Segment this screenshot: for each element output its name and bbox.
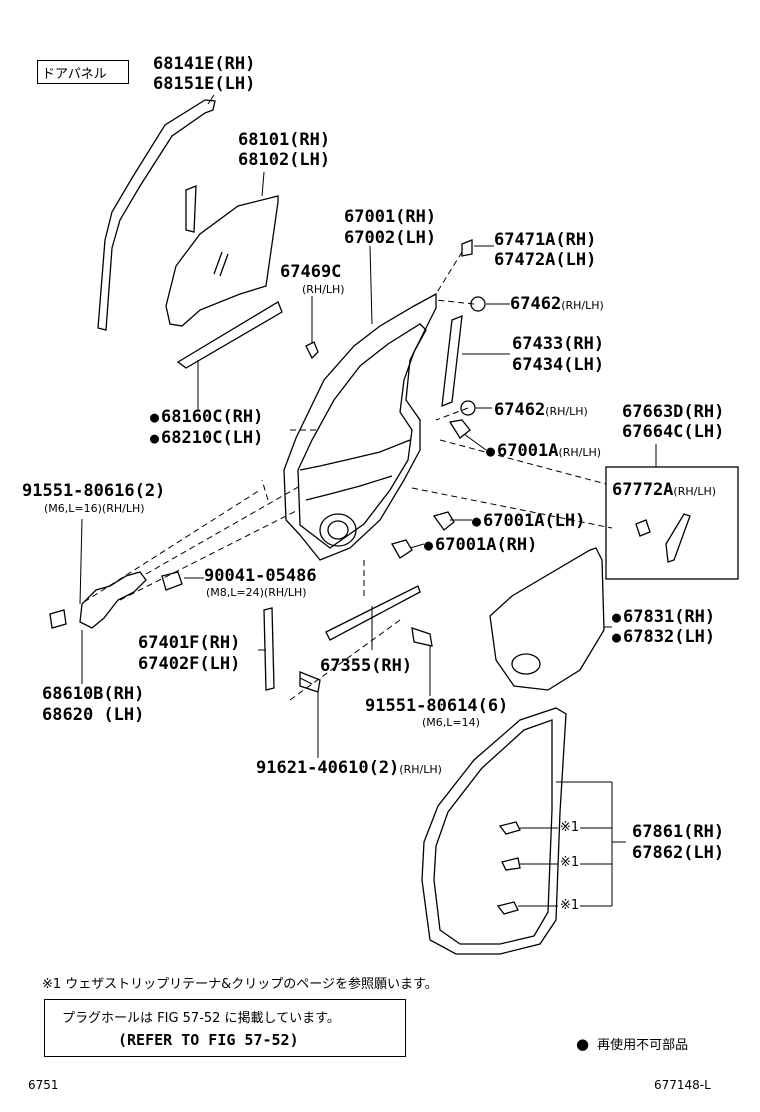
- non-reusable-mark: ●: [150, 429, 160, 447]
- part-67001A-rh-number: 67001A(RH): [435, 535, 538, 555]
- rail-67433-part: [441, 314, 463, 408]
- non-reusable-mark: ●: [612, 608, 622, 626]
- part-67001A-lh[interactable]: ●67001A(LH): [472, 511, 585, 531]
- part-91551-80616[interactable]: 91551-80616(2): [22, 481, 166, 501]
- part-68102[interactable]: 68102(LH): [238, 150, 331, 170]
- inset-box: [605, 466, 739, 580]
- non-reusable-mark: ●: [612, 628, 622, 646]
- part-67001A-rhlh-side: (RH/LH): [558, 446, 602, 459]
- legend-text: 再使用不可部品: [597, 1038, 689, 1053]
- part-67664[interactable]: 67664C(LH): [622, 422, 725, 442]
- non-reusable-mark: ●: [486, 442, 496, 460]
- part-67402[interactable]: 67402F(LH): [138, 654, 241, 674]
- part-67434[interactable]: 67434(LH): [512, 355, 605, 375]
- part-67001A-rh[interactable]: ●67001A(RH): [424, 535, 537, 555]
- hinge-part: [79, 571, 147, 629]
- part-91551-80614-spec: (M6,L=14): [422, 716, 480, 729]
- part-68151[interactable]: 68151E(LH): [153, 74, 256, 94]
- part-67471[interactable]: 67471A(RH): [494, 230, 597, 250]
- ref-mark-1: ※1: [560, 820, 580, 835]
- ref-mark-2: ※1: [560, 855, 580, 870]
- non-reusable-mark: ●: [472, 512, 482, 530]
- part-67862[interactable]: 67862(LH): [632, 843, 725, 863]
- non-reusable-mark: ●: [150, 408, 160, 426]
- part-67772[interactable]: 67772A(RH/LH): [612, 480, 716, 502]
- part-68141[interactable]: 68141E(RH): [153, 54, 256, 74]
- refer-line-2[interactable]: (REFER TO FIG 57-52): [118, 1031, 299, 1049]
- part-67001A-rhlh-number: 67001A: [497, 441, 559, 461]
- part-67831-number: 67831(RH): [623, 607, 716, 627]
- part-68620[interactable]: 68620 (LH): [42, 705, 145, 725]
- clip-67469-part: [305, 341, 319, 360]
- non-reusable-mark: ●: [424, 536, 434, 554]
- rod-67355-part: [325, 585, 421, 641]
- part-68610[interactable]: 68610B(RH): [42, 684, 145, 704]
- legend-symbol: ●: [576, 1035, 590, 1053]
- part-91621-number: 91621-40610(2): [256, 758, 400, 778]
- part-67772-side: (RH/LH): [673, 485, 717, 498]
- part-68160-number: 68160C(RH): [161, 407, 264, 427]
- part-91551-80614[interactable]: 91551-80614(6): [365, 696, 509, 716]
- drawing-number: 677148-L: [654, 1078, 711, 1092]
- section-label: ドアパネル: [42, 67, 107, 82]
- part-67001[interactable]: 67001(RH): [344, 207, 437, 227]
- part-67831[interactable]: ●67831(RH): [612, 607, 715, 627]
- part-67462-upper-number: 67462: [510, 294, 562, 314]
- rod-67401-part: [263, 607, 275, 691]
- part-67772-number: 67772A: [612, 480, 674, 500]
- part-67462-upper[interactable]: 67462(RH/LH): [510, 294, 604, 316]
- part-68101[interactable]: 68101(RH): [238, 130, 331, 150]
- part-67832[interactable]: ●67832(LH): [612, 627, 715, 647]
- ref-mark-3: ※1: [560, 898, 580, 913]
- part-67002[interactable]: 67002(LH): [344, 228, 437, 248]
- part-67472[interactable]: 67472A(LH): [494, 250, 597, 270]
- belt-molding-part: [176, 301, 283, 369]
- part-91621[interactable]: 91621-40610(2)(RH/LH): [256, 758, 442, 780]
- page-number: 6751: [28, 1078, 59, 1092]
- part-67861[interactable]: 67861(RH): [632, 822, 725, 842]
- part-67462-upper-side: (RH/LH): [561, 299, 604, 312]
- hole-cover-part: [489, 547, 605, 691]
- door-glass-part: [165, 195, 279, 327]
- part-91551-80616-spec: (M6,L=16)(RH/LH): [44, 502, 145, 515]
- part-67663[interactable]: 67663D(RH): [622, 402, 725, 422]
- part-67462-lower-side: (RH/LH): [545, 405, 588, 418]
- part-67469-side: (RH/LH): [302, 283, 345, 296]
- weatherstrip-part: [421, 707, 567, 955]
- part-67001A-rhlh[interactable]: ●67001A(RH/LH): [486, 441, 601, 463]
- part-68160[interactable]: ●68160C(RH): [150, 407, 263, 427]
- legend: ● 再使用不可部品: [576, 1034, 688, 1053]
- part-68210[interactable]: ●68210C(LH): [150, 428, 263, 448]
- part-67469[interactable]: 67469C: [280, 262, 342, 282]
- section-label-box: [37, 60, 129, 84]
- part-67355[interactable]: 67355(RH): [320, 656, 413, 676]
- part-90041[interactable]: 90041-05486: [204, 566, 317, 586]
- part-67462-lower-number: 67462: [494, 400, 546, 420]
- part-67832-number: 67832(LH): [623, 627, 716, 647]
- part-67462-lower[interactable]: 67462(RH/LH): [494, 400, 588, 422]
- part-91621-side: (RH/LH): [399, 763, 442, 776]
- part-67433[interactable]: 67433(RH): [512, 334, 605, 354]
- part-67401[interactable]: 67401F(RH): [138, 633, 241, 653]
- refer-box: [44, 999, 406, 1057]
- refer-line-1: プラグホールは FIG 57-52 に掲載しています。: [62, 1011, 340, 1026]
- door-panel-part: [283, 292, 437, 561]
- run-channel-part: [97, 99, 216, 331]
- part-90041-spec: (M8,L=24)(RH/LH): [206, 586, 307, 599]
- footnote: ※1 ウェザストリップリテーナ&クリップのページを参照願います。: [42, 977, 438, 992]
- part-67001A-lh-number: 67001A(LH): [483, 511, 586, 531]
- part-68210-number: 68210C(LH): [161, 428, 264, 448]
